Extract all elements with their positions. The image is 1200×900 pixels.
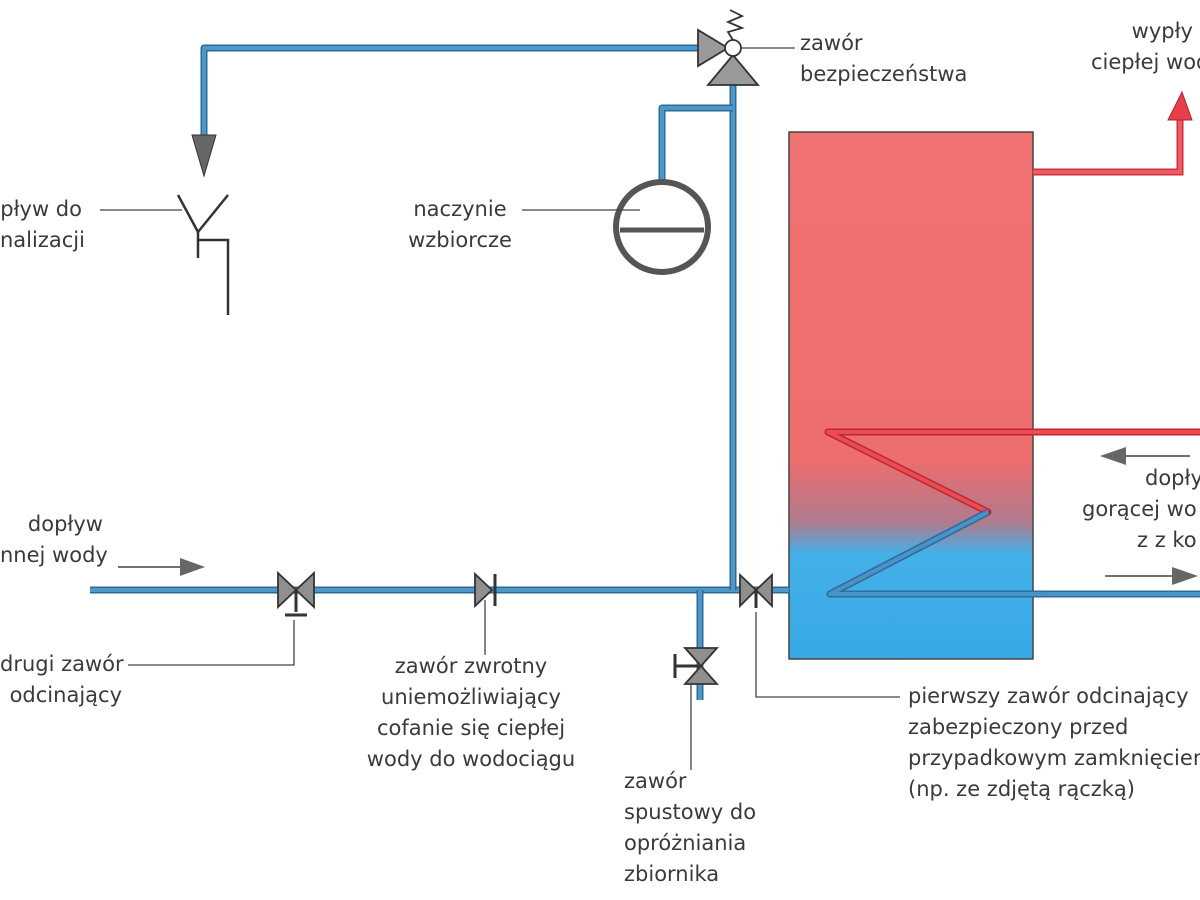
first-shutoff-valve-icon <box>739 572 773 609</box>
drain-arrow-icon <box>191 134 217 178</box>
hot-water-out-arrow-icon <box>1167 90 1193 121</box>
hot-water-outlet-pipe <box>1033 90 1193 176</box>
arrow-head <box>1172 567 1198 585</box>
leader-lines <box>100 47 900 770</box>
heating-coil <box>824 428 1200 598</box>
expansion-vessel-icon <box>613 179 711 275</box>
second-shutoff-valve-icon <box>277 570 315 617</box>
check-valve-icon <box>474 571 497 609</box>
arrow-head <box>1100 447 1126 465</box>
storage-tank <box>788 131 1034 660</box>
safety-valve-icon <box>697 9 760 86</box>
drain-valve-icon <box>673 647 720 685</box>
sewer-funnel <box>176 194 230 315</box>
arrow-head <box>180 558 205 576</box>
cold-water-pipes <box>90 44 789 700</box>
